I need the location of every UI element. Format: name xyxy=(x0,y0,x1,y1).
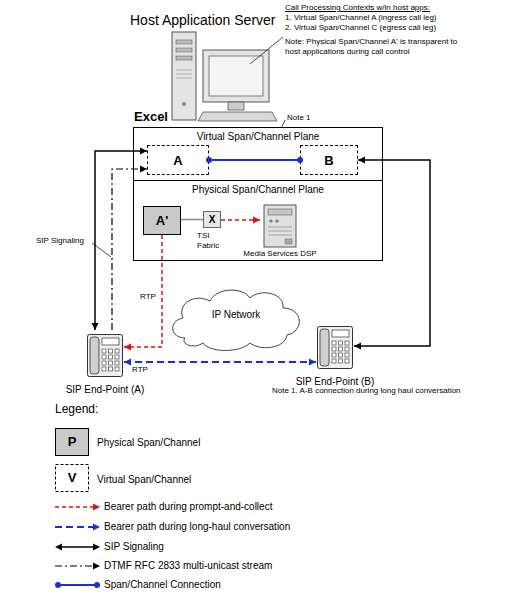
plane-band: Physical Span/Channel PlaneA' X Media Serv… xyxy=(133,180,383,261)
channel-label: B xyxy=(324,153,333,168)
bearer-path xyxy=(124,359,316,366)
legend-text: Bearer path during long-haul conversatio… xyxy=(104,521,290,533)
legend-heading: Legend: xyxy=(55,402,98,416)
plane-title: Virtual Span/Channel Plane xyxy=(134,131,382,142)
sip-endpoint: SIP End-Point (A) xyxy=(86,330,124,378)
virtual-channel-box: B xyxy=(300,145,358,175)
legend-samples xyxy=(55,429,100,589)
endpoint-label: SIP End-Point (A) xyxy=(66,384,145,395)
legend-text: Physical Span/Channel xyxy=(97,437,200,449)
channel-label: A' xyxy=(156,213,168,228)
legend-sample-letter: P xyxy=(55,434,89,449)
network-label: IP Network xyxy=(212,309,261,320)
device-label: Media Services DSP xyxy=(243,249,316,258)
network-cloud: IP Network xyxy=(165,283,307,353)
dsp-device-icon xyxy=(252,203,308,248)
sip-endpoint: SIP End-Point (B) xyxy=(316,322,354,370)
box-heading: Excel xyxy=(134,109,168,124)
span-connection xyxy=(206,157,303,163)
note-text: Note: Physical Span/Channel A' is transp… xyxy=(285,37,463,57)
fabric-link xyxy=(181,219,203,220)
leader-line xyxy=(92,243,111,257)
note-line: 1. Virtual Span/Channel A (ingress call … xyxy=(285,13,437,23)
channel-label: A xyxy=(173,153,182,168)
protocol-label: RTP xyxy=(140,292,156,302)
physical-channel-box: A' xyxy=(143,206,181,235)
endpoint-label: SIP End-Point (B) xyxy=(296,376,375,387)
plane-band: Virtual Span/Channel PlaneA B xyxy=(133,127,383,181)
signal-label: SIP Signaling xyxy=(36,236,84,246)
callout-label: Note 1 xyxy=(287,113,311,123)
legend-text: Span/Channel Connection xyxy=(104,579,221,591)
footnote: Note 1. A-B connection during long haul … xyxy=(272,386,461,396)
switch-label: X xyxy=(209,214,216,225)
leader-line xyxy=(250,37,283,64)
protocol-label: RTP xyxy=(132,365,148,375)
fabric-label: TSI Fabric xyxy=(197,231,227,251)
legend-text: Virtual Span/Channel xyxy=(97,474,191,486)
bearer-path xyxy=(124,235,162,351)
note-heading: Call Processing Contexts w/in host apps: xyxy=(285,3,430,13)
plane-title: Physical Span/Channel Plane xyxy=(134,184,382,195)
system-box: ExcelVirtual Span/Channel PlaneABPhysica… xyxy=(133,127,383,261)
sip-signaling xyxy=(92,148,148,331)
server-title: Host Application Server xyxy=(130,12,276,28)
phone-icon xyxy=(316,322,354,370)
legend-text: DTMF RFC 2833 multi-unicast stream xyxy=(104,560,272,572)
dsp-device: Media Services DSP xyxy=(252,203,308,248)
note-line: 2. Virtual Span/Channel C (egress call l… xyxy=(285,23,436,33)
legend-text: Bearer path during prompt-and-collect xyxy=(104,501,272,513)
tsi-switch-box: X xyxy=(203,211,221,228)
sip-signaling xyxy=(354,157,430,350)
legend-text: SIP Signaling xyxy=(104,541,164,553)
virtual-channel-box: A xyxy=(147,145,209,175)
legend-sample-letter: V xyxy=(55,470,89,485)
bearer-path xyxy=(221,217,260,224)
server-computer xyxy=(172,32,277,121)
dtmf-stream xyxy=(112,166,147,331)
phone-icon xyxy=(86,330,124,378)
